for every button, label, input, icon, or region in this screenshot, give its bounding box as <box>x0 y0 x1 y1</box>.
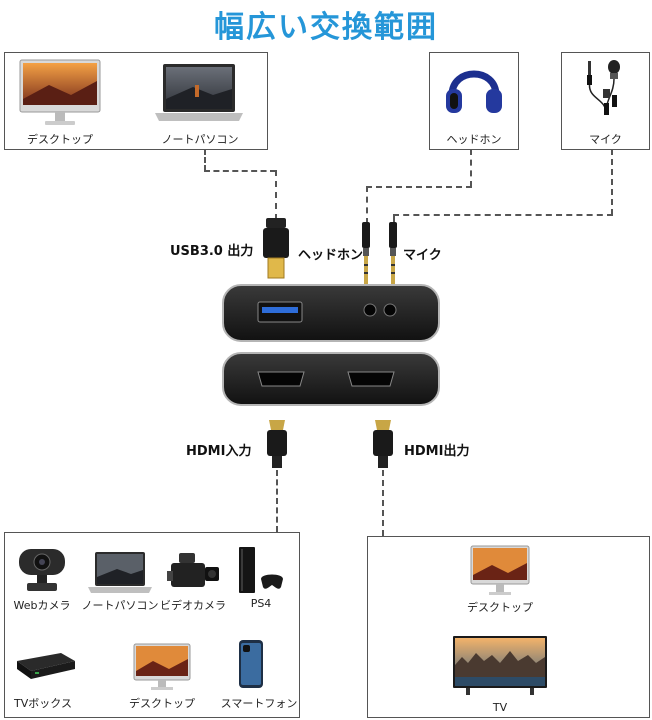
input-device-label: TVボックス <box>14 697 72 710</box>
connector-hdmi-in <box>276 470 278 532</box>
capture-device-top <box>222 284 440 344</box>
mic-box-label: マイク <box>589 133 622 146</box>
connector-mic-down <box>611 149 613 215</box>
connector-mic-horizontal <box>393 214 613 216</box>
pc-output-box: デスクトップ ノートパソコン <box>4 52 268 150</box>
connector-pc-down <box>204 149 206 171</box>
connector-mic-to-jack <box>393 214 395 226</box>
desktop-icon <box>133 643 191 693</box>
headphone-port-label: ヘッドホン <box>298 248 364 263</box>
input-device-label: PS4 <box>250 597 272 610</box>
connector-hdmi-out <box>382 470 384 536</box>
hdmi-out-label: HDMI出力 <box>404 444 470 459</box>
laptop-label: ノートパソコン <box>161 133 239 146</box>
headphone-box: ヘッドホン <box>429 52 519 150</box>
ps4-icon <box>235 545 287 597</box>
output-device-label: デスクトップ <box>467 601 533 614</box>
hdmi-in-label: HDMI入力 <box>186 444 252 459</box>
desktop-label: デスクトップ <box>27 133 93 146</box>
page-title: 幅広い交換範囲 <box>214 10 438 45</box>
connector-headphone-down <box>470 149 472 187</box>
hdmi-out-plug-icon <box>370 420 396 470</box>
input-device-label: スマートフォン <box>220 697 298 710</box>
smartphone-icon <box>233 639 269 691</box>
output-device-label: TV <box>492 701 508 714</box>
headphone-jack-icon <box>360 222 372 286</box>
headphone-box-label: ヘッドホン <box>446 133 502 146</box>
input-device-label: デスクトップ <box>129 697 195 710</box>
video-camera-icon <box>165 549 221 595</box>
capture-device-bottom <box>222 352 440 408</box>
mic-jack-icon <box>387 222 399 286</box>
connector-pc-to-usb <box>275 170 277 220</box>
mic-port-label: マイク <box>403 248 442 263</box>
laptop-icon <box>153 63 245 125</box>
usb-port-label: USB3.0 出力 <box>170 244 254 259</box>
input-device-label: ノートパソコン <box>81 599 159 612</box>
connector-headphone-horizontal <box>366 186 472 188</box>
tv-box-icon <box>15 645 77 687</box>
desktop-icon <box>470 545 530 597</box>
input-device-label: ビデオカメラ <box>160 599 226 612</box>
connector-headphone-to-jack <box>366 186 368 224</box>
webcam-icon <box>15 547 69 597</box>
lavalier-mic-icon <box>576 59 636 121</box>
desktop-icon <box>19 59 101 127</box>
output-devices-box: デスクトップ TV <box>367 536 650 718</box>
headphones-icon <box>442 59 506 119</box>
input-device-label: Webカメラ <box>13 599 71 612</box>
mic-box: マイク <box>561 52 650 150</box>
tv-icon <box>452 635 548 697</box>
input-devices-box: Webカメラ ノートパソコン ビデオカメラ PS4 <box>4 532 300 718</box>
usb-plug-icon <box>262 218 290 280</box>
hdmi-in-plug-icon <box>264 420 290 470</box>
connector-pc-horizontal <box>204 170 276 172</box>
laptop-icon <box>87 551 153 595</box>
